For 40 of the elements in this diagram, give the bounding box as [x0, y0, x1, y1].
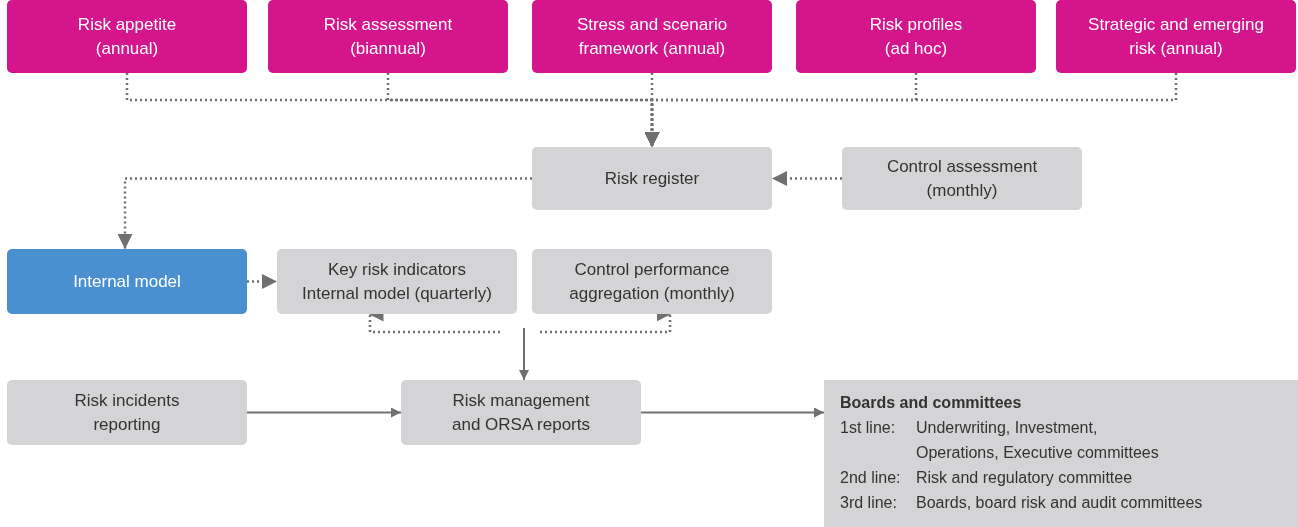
process-box — [532, 147, 772, 210]
box-label: Risk profiles (ad hoc) — [868, 13, 964, 60]
process-box — [277, 249, 517, 314]
box-label: Control performance aggregation (monthly) — [568, 258, 736, 305]
box-label: Internal model — [73, 270, 181, 293]
box-label: Internal model (quarterly) — [302, 282, 492, 305]
box-label: Risk appetite (annual) — [76, 13, 178, 60]
process-box — [842, 147, 1082, 210]
dotted-arrow — [247, 274, 277, 289]
arrow — [519, 327, 529, 381]
line-label: 2nd line: — [840, 468, 902, 488]
arrow — [246, 407, 402, 418]
arrow — [640, 407, 825, 418]
process-box — [401, 380, 641, 445]
dotted-arrow — [644, 73, 1178, 147]
line-label: 3rd line: — [840, 493, 898, 513]
box-label: Risk incidents reporting — [73, 389, 181, 436]
dotted-arrow — [772, 171, 842, 186]
committee-list: Risk and regulatory committee — [916, 465, 1133, 490]
box-label: Control assessment (monthly) — [885, 155, 1039, 202]
committee-list: Underwriting, Investment, Operations, Executive committees — [916, 415, 1176, 465]
box-label: Key risk indicators — [328, 258, 466, 281]
panel-heading: Boards and committees — [840, 393, 1022, 413]
box-label: Risk management and ORSA reports — [451, 389, 591, 436]
box-label: Strategic and emerging risk (annual) — [1087, 13, 1265, 60]
line-label: 1st line: — [840, 418, 897, 438]
dotted-arrow — [117, 177, 532, 249]
committee-list: Boards, board risk and audit committees — [916, 490, 1203, 515]
process-box — [7, 0, 247, 73]
process-box — [532, 0, 772, 73]
process-box — [532, 249, 772, 314]
process-box — [1056, 0, 1296, 73]
highlighted-box — [7, 249, 247, 314]
process-box — [796, 0, 1036, 73]
process-box — [7, 380, 247, 445]
list-panel — [824, 380, 1298, 527]
process-box — [268, 0, 508, 73]
box-label: Risk register — [604, 167, 700, 190]
box-label: Risk assessment (biannual) — [322, 13, 454, 60]
box-label: Stress and scenario framework (annual) — [575, 13, 729, 60]
